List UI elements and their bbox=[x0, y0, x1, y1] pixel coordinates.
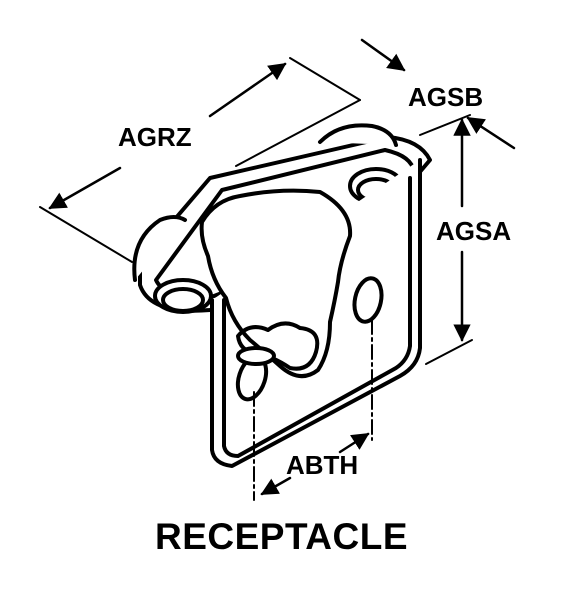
figure-caption: RECEPTACLE bbox=[154, 516, 409, 557]
dimension-lines bbox=[48, 38, 516, 496]
latch-stud-right bbox=[352, 276, 384, 324]
dimension-label-agsb: AGSB bbox=[408, 82, 484, 112]
dimension-label-abth: ABTH bbox=[286, 450, 359, 480]
latch-stud-left bbox=[235, 346, 276, 402]
dimension-label-agrz: AGRZ bbox=[118, 122, 192, 152]
left-ear bbox=[132, 215, 213, 314]
right-ear bbox=[318, 123, 404, 205]
dimension-label-agsa: AGSA bbox=[436, 216, 512, 246]
